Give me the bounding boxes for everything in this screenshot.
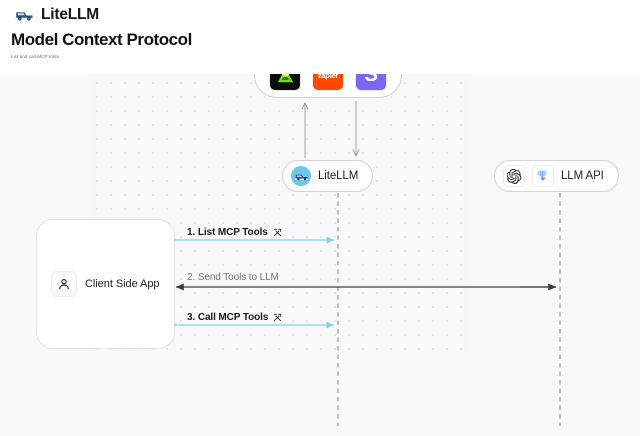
edge-label-1-text: 1. List MCP Tools [187, 227, 268, 238]
page-subtitle: List and call MCP tools [11, 54, 59, 59]
node-litellm[interactable]: LiteLLM [282, 160, 374, 192]
edge-label-call-mcp-tools: 3. Call MCP Tools [183, 312, 288, 323]
node-llm-api[interactable]: LLM API [494, 160, 619, 192]
edge-label-2-text: 2. Send Tools to LLM [187, 272, 279, 283]
edge-label-list-mcp-tools: 1. List MCP Tools [183, 227, 287, 238]
node-client-app[interactable]: Client Side App [36, 219, 175, 349]
litellm-avatar-icon [291, 166, 311, 186]
user-glyph [59, 279, 69, 290]
node-llm-api-label: LLM API [561, 170, 604, 182]
canvas-bottom-fade [0, 352, 640, 436]
tools-hammer-wrench-icon [272, 312, 284, 323]
user-icon [51, 271, 77, 297]
edge-label-send-tools-to-llm: 2. Send Tools to LLM [183, 272, 283, 283]
node-client-app-label: Client Side App [85, 278, 160, 290]
openai-icon [503, 165, 525, 187]
edge-label-3-text: 3. Call MCP Tools [187, 312, 269, 323]
tools-hammer-wrench-icon [271, 227, 283, 238]
app-header: LiteLLM Model Context Protocol List and … [0, 0, 640, 74]
brand-name: LiteLLM [41, 6, 100, 23]
litellm-logo-icon [15, 12, 33, 21]
hammer-wrench-glyph [274, 313, 282, 322]
node-litellm-label: LiteLLM [318, 170, 359, 182]
openai-glyph [506, 168, 521, 184]
zapier-wordmark: zapier [317, 70, 339, 80]
hammer-wrench-glyph [273, 228, 281, 237]
page-title: Model Context Protocol [11, 30, 192, 49]
gemini-glyph [537, 170, 547, 182]
gemini-icon [532, 165, 554, 187]
litellm-truck-glyph [294, 174, 308, 180]
brand[interactable]: LiteLLM [14, 6, 99, 24]
